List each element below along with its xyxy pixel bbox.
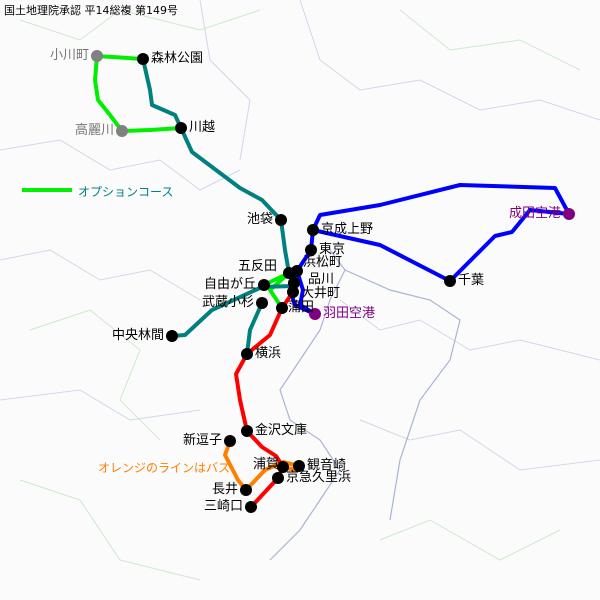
station-label-ogawamachi: 小川町 <box>49 48 89 63</box>
station-label-shin-zushi: 新逗子 <box>182 433 222 448</box>
station-marker-misakiguchi[interactable] <box>245 501 257 513</box>
route-line <box>311 208 571 283</box>
station-label-haneda: 羽田空港 <box>323 306 376 321</box>
station-label-chuo-rinkan: 中央林間 <box>111 328 164 343</box>
station-label-hamamatsucho: 浜松町 <box>303 255 343 270</box>
station-marker-narita[interactable] <box>563 208 575 220</box>
station-marker-chuo-rinkan[interactable] <box>166 330 178 342</box>
station-marker-yokohama[interactable] <box>241 348 253 360</box>
station-marker-ogawamachi[interactable] <box>91 50 103 62</box>
station-label-yokohama: 横浜 <box>255 346 282 361</box>
station-marker-kawagoe[interactable] <box>175 122 187 134</box>
legend-option-course: オプションコース <box>78 185 174 199</box>
station-marker-ikebukuro[interactable] <box>275 214 287 226</box>
station-marker-shin-zushi[interactable] <box>224 435 236 447</box>
station-markers <box>91 50 575 513</box>
station-label-misakiguchi: 三崎口 <box>203 499 243 514</box>
station-marker-gotanda[interactable] <box>283 267 295 279</box>
station-label-kamata: 蒲田 <box>288 300 315 315</box>
route-line <box>295 269 317 316</box>
station-label-narita: 成田空港 <box>508 206 561 221</box>
boundary-lines <box>0 0 600 471</box>
station-label-kawagoe: 川越 <box>189 120 216 135</box>
station-label-tokyo: 東京 <box>319 242 346 257</box>
station-marker-haneda[interactable] <box>309 308 321 320</box>
station-label-shinrin-koen: 森林公園 <box>151 51 204 66</box>
station-marker-keisei-ueno[interactable] <box>307 224 319 236</box>
station-marker-shinrin-koen[interactable] <box>137 53 149 65</box>
station-marker-tokyo[interactable] <box>305 244 317 256</box>
map-approval-notice: 国土地理院承認 平14総複 第149号 <box>4 4 178 17</box>
station-label-chiba: 千葉 <box>458 273 485 288</box>
station-label-kannonzaki: 観音崎 <box>307 458 347 473</box>
station-label-gotanda: 五反田 <box>237 259 277 274</box>
station-label-jiyugaoka: 自由が丘 <box>203 277 256 292</box>
station-label-oimachi: 大井町 <box>301 286 341 301</box>
station-marker-oimachi[interactable] <box>287 286 299 298</box>
route-line <box>141 57 291 275</box>
coastline <box>269 249 461 561</box>
station-marker-uraga[interactable] <box>277 461 289 473</box>
station-marker-kamata[interactable] <box>276 302 288 314</box>
station-marker-shinagawa[interactable] <box>288 277 300 289</box>
station-marker-musashi-kosugi[interactable] <box>256 297 268 309</box>
station-label-keikyu-kurihama: 京急久里浜 <box>286 470 352 485</box>
green-boundaries <box>19 9 581 581</box>
station-marker-kannonzaki[interactable] <box>293 460 305 472</box>
legend-bus-note: オレンジのラインはバス <box>98 461 231 475</box>
station-label-shinagawa: 品川 <box>308 272 335 287</box>
station-label-nagai: 長井 <box>211 482 238 497</box>
station-marker-chiba[interactable] <box>444 275 456 287</box>
station-marker-keikyu-kurihama[interactable] <box>272 472 284 484</box>
station-marker-komagawa[interactable] <box>116 125 128 137</box>
station-label-keisei-ueno: 京成上野 <box>321 222 374 237</box>
route-line <box>245 301 264 356</box>
station-marker-kanazawa-bunko[interactable] <box>241 425 253 437</box>
station-label-kanazawa-bunko: 金沢文庫 <box>255 423 308 438</box>
station-marker-nagai[interactable] <box>240 484 252 496</box>
station-label-komagawa: 高麗川 <box>74 123 114 138</box>
station-marker-jiyugaoka[interactable] <box>258 279 270 291</box>
station-label-ikebukuro: 池袋 <box>246 212 273 227</box>
station-label-musashi-kosugi: 武蔵小杉 <box>201 295 254 310</box>
station-label-uraga: 浦賀 <box>252 457 279 472</box>
route-line <box>93 54 183 133</box>
